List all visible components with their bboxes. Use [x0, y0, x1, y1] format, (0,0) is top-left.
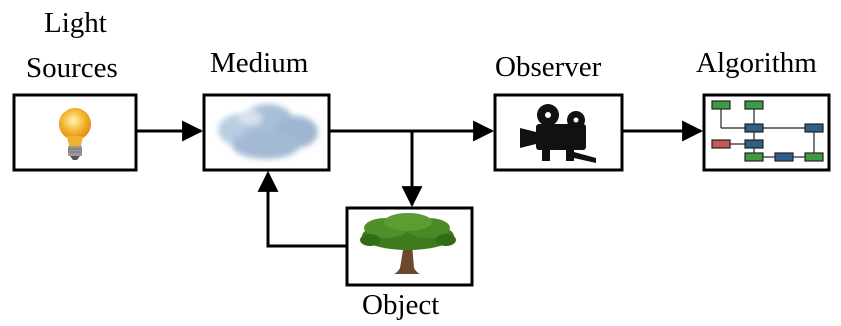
- label-sources: Sources: [26, 52, 118, 84]
- label-algorithm: Algorithm: [696, 47, 817, 79]
- arrow-object-to-medium: [257, 170, 347, 248]
- algorithm-box: [702, 93, 831, 172]
- object-box: [345, 206, 474, 287]
- label-observer: Observer: [495, 51, 602, 83]
- flowchart-icon: [711, 100, 824, 162]
- label-medium: Medium: [210, 47, 309, 79]
- cloud-icon: [218, 104, 318, 159]
- connectors: [136, 120, 704, 248]
- label-light: Light: [44, 7, 107, 39]
- tree-icon: [360, 213, 456, 274]
- movie-camera-icon: [520, 104, 596, 163]
- light-sources-box: [12, 93, 138, 172]
- observer-box: [493, 93, 624, 172]
- light-bulb-icon: [59, 108, 91, 160]
- label-object: Object: [362, 289, 440, 321]
- medium-box: [202, 93, 331, 172]
